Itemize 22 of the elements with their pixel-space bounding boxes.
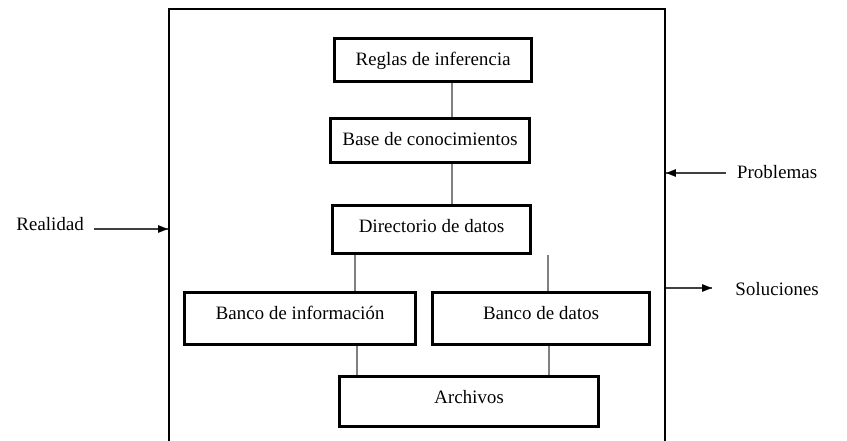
outer-frame	[168, 8, 666, 441]
box-label: Base de conocimientos	[342, 128, 518, 152]
box-label: Directorio de datos	[358, 215, 504, 239]
process-box	[333, 37, 533, 83]
process-box	[431, 291, 651, 346]
arrow	[94, 225, 168, 233]
connector-line	[356, 346, 358, 376]
process-box	[331, 204, 532, 255]
box-label: Archivos	[434, 386, 504, 410]
box-label: Reglas de inferencia	[355, 48, 511, 72]
process-box	[183, 291, 417, 346]
arrow	[666, 284, 712, 292]
arrow	[666, 169, 726, 177]
side-text: Soluciones	[735, 278, 819, 302]
side-text: Problemas	[736, 161, 818, 185]
box-label: Banco de datos	[482, 302, 600, 326]
process-box	[338, 375, 600, 428]
process-box	[329, 117, 531, 164]
connector-line	[354, 254, 356, 292]
box-label: Banco de información	[216, 302, 384, 326]
side-text: Realidad	[16, 213, 84, 237]
connector-line	[548, 346, 550, 376]
